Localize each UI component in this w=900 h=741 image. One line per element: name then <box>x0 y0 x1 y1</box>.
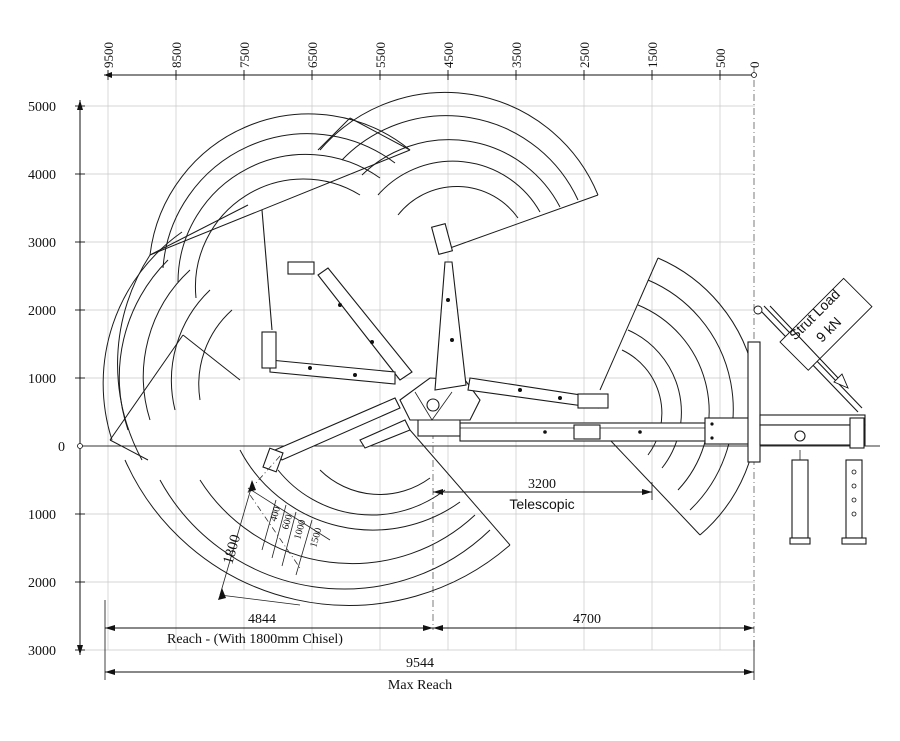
carrier-frame <box>747 341 866 463</box>
top-tick-500: 500 <box>713 49 728 69</box>
left-axis: 5000 4000 3000 2000 1000 0 1000 2000 300… <box>28 100 85 659</box>
top-tick-9500: 9500 <box>101 42 116 68</box>
boom-arm-lower-left <box>262 397 411 473</box>
boom-main-horizontal <box>459 417 756 445</box>
outrigger-right <box>841 459 867 545</box>
max-reach-value: 9544 <box>406 656 434 671</box>
chisel-length-label: 1800 <box>220 533 244 566</box>
strut-load-arrow <box>769 305 841 381</box>
top-tick-8500: 8500 <box>169 42 184 68</box>
left-tick-neg-3000: 3000 <box>28 644 56 659</box>
boom-arm-upper-right <box>430 222 467 391</box>
left-tick-1000: 1000 <box>28 372 56 387</box>
strut-load-callout: Strut Load 9 kN <box>769 277 873 389</box>
max-reach-label: Max Reach <box>388 678 452 693</box>
telescopic-value: 3200 <box>528 477 556 492</box>
dim-reach: 4844 Reach - (With 1800mm Chisel) <box>104 600 433 680</box>
left-tick-neg-2000: 2000 <box>28 576 56 591</box>
turret <box>399 377 481 437</box>
left-tick-4000: 4000 <box>28 168 56 183</box>
left-tick-neg-1000: 1000 <box>28 508 56 523</box>
top-tick-6500: 6500 <box>305 42 320 68</box>
strut-load-box <box>779 277 873 371</box>
reach-arcs-right <box>599 257 759 536</box>
top-tick-5500: 5500 <box>373 42 388 68</box>
chisel-detail: 1800 400 600 1000 1500 <box>218 455 331 606</box>
strut-load-arrowhead <box>833 373 849 389</box>
top-tick-2500: 2500 <box>577 42 592 68</box>
top-tick-0: 0 <box>747 62 762 69</box>
reach-value: 4844 <box>248 612 276 627</box>
outrigger-left <box>789 450 811 545</box>
left-tick-0: 0 <box>58 440 65 455</box>
reach-arcs-upper <box>317 91 599 249</box>
base-value: 4700 <box>573 612 601 627</box>
grid <box>80 70 755 651</box>
top-tick-3500: 3500 <box>509 42 524 68</box>
dim-telescopic: 3200 Telescopic <box>433 477 653 512</box>
reach-arcs-left <box>102 113 411 461</box>
left-tick-5000: 5000 <box>28 100 56 115</box>
dim-base: 4700 <box>433 612 754 631</box>
telescopic-label: Telescopic <box>509 496 574 512</box>
left-tick-3000: 3000 <box>28 236 56 251</box>
reach-arcs-lower <box>124 429 511 606</box>
boom-arm-upper-left <box>287 261 413 381</box>
chisel-segment-1500: 1500 <box>308 527 324 549</box>
boom-arm-right-upper <box>467 377 609 409</box>
left-tick-2000: 2000 <box>28 304 56 319</box>
top-tick-4500: 4500 <box>441 42 456 68</box>
boom-arm-left-horizontal <box>261 209 396 385</box>
chisel-segment-400: 400 <box>268 505 283 522</box>
top-tick-7500: 7500 <box>237 42 252 68</box>
dim-max-reach: 9544 Max Reach <box>105 640 755 693</box>
chisel-segment-600: 600 <box>280 513 295 530</box>
top-tick-1500: 1500 <box>645 42 660 68</box>
top-axis: 9500 8500 7500 6500 5500 4500 3500 2500 … <box>101 42 762 80</box>
reach-label: Reach - (With 1800mm Chisel) <box>167 632 343 647</box>
chisel-segment-1000: 1000 <box>292 519 308 541</box>
